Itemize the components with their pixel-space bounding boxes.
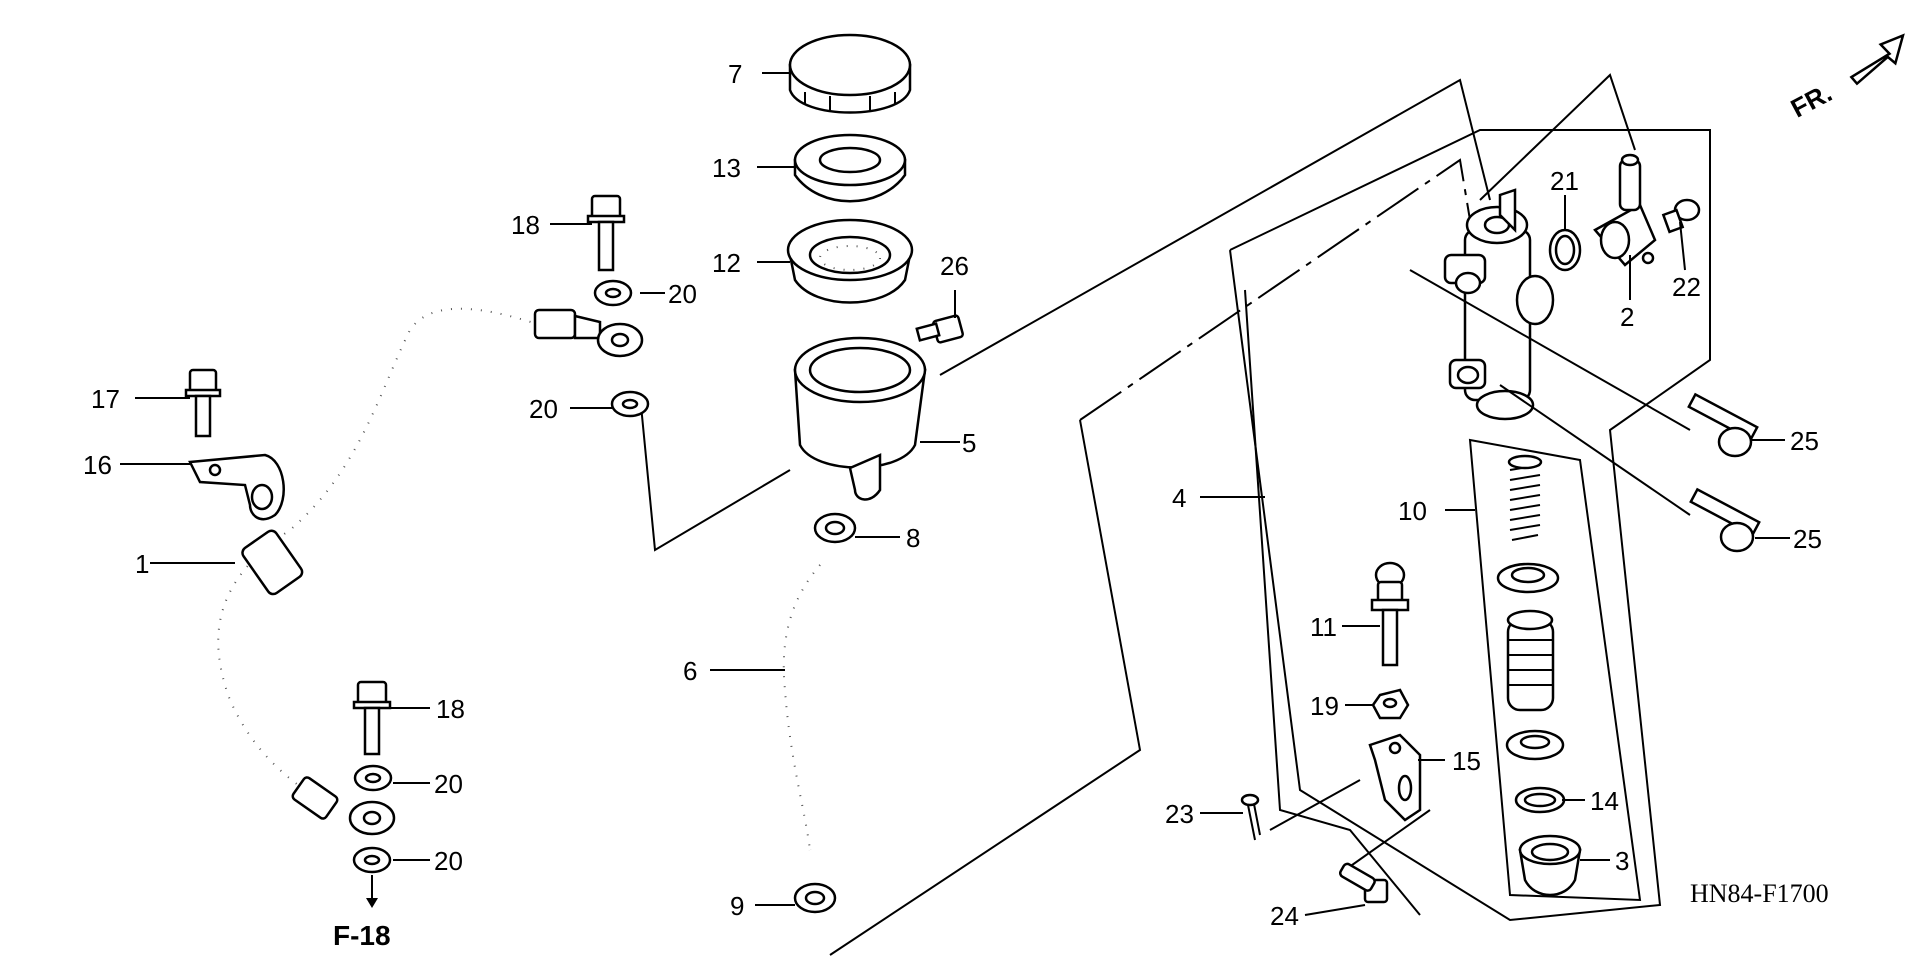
front-direction-arrow-icon: FR. [1786, 33, 1905, 124]
dust-boot [1518, 834, 1582, 897]
push-rod [1370, 561, 1410, 667]
bolt-25-upper [1409, 269, 1759, 458]
joint-pin [1338, 862, 1389, 904]
hose-clip-upper [813, 512, 857, 544]
screw-26 [915, 314, 964, 344]
drawing-code: HN84-F1700 [1690, 879, 1829, 908]
callout-7: 7 [728, 59, 742, 89]
circlip [1514, 786, 1566, 814]
reference-arrow: F-18 [333, 875, 391, 951]
bolt-17 [184, 368, 222, 438]
screw-22 [1661, 198, 1701, 234]
front-marker: FR. [1786, 77, 1837, 123]
callout-22: 22 [1672, 272, 1701, 302]
lock-nut [1371, 688, 1410, 720]
callout-3: 3 [1615, 846, 1629, 876]
callout-6: 6 [683, 656, 697, 686]
callout-26: 26 [940, 251, 969, 281]
callout-1: 1 [135, 549, 149, 579]
brake-hose [206, 296, 644, 836]
callout-25-upper: 25 [1790, 426, 1819, 456]
callout-14: 14 [1590, 786, 1619, 816]
callout-13: 13 [712, 153, 741, 183]
reservoir-plate [793, 133, 907, 203]
master-cylinder-body [1443, 188, 1555, 421]
callout-17: 17 [91, 384, 120, 414]
callout-20-lower-b: 20 [434, 846, 463, 876]
reservoir [793, 336, 927, 501]
cotter-pin [1240, 793, 1261, 841]
callout-10: 10 [1398, 496, 1427, 526]
callout-4: 4 [1172, 483, 1186, 513]
reservoir-cap [788, 33, 912, 114]
push-rod-joint [1368, 733, 1422, 822]
leader-lines [120, 72, 1790, 916]
o-ring [1548, 228, 1582, 272]
callout-8: 8 [906, 523, 920, 553]
bolt-18-upper [586, 194, 626, 272]
callout-9: 9 [730, 891, 744, 921]
callout-15: 15 [1452, 746, 1481, 776]
callout-20-upper-a: 20 [668, 279, 697, 309]
washers-lower [352, 764, 393, 874]
washers-upper [593, 279, 650, 418]
reservoir-joint [1593, 153, 1657, 267]
callout-25-lower: 25 [1793, 524, 1822, 554]
callout-16: 16 [83, 450, 112, 480]
callout-20-lower-a: 20 [434, 769, 463, 799]
bolt-25-lower [1499, 384, 1761, 553]
callout-18-lower: 18 [436, 694, 465, 724]
bolt-18-lower [352, 680, 392, 756]
reservoir-hose [772, 557, 829, 852]
piston-kit [1496, 454, 1565, 761]
reference-label: F-18 [333, 920, 391, 951]
callout-21: 21 [1550, 166, 1579, 196]
callout-11: 11 [1310, 612, 1337, 642]
callout-24: 24 [1270, 901, 1299, 931]
callout-12: 12 [712, 248, 741, 278]
callout-5: 5 [962, 428, 976, 458]
hose-clamp [188, 453, 285, 521]
callout-19: 19 [1310, 691, 1339, 721]
hose-clip-lower [793, 882, 837, 914]
callout-2: 2 [1620, 302, 1634, 332]
callout-23: 23 [1165, 799, 1194, 829]
callout-numbers: 7 13 12 18 20 20 26 5 8 6 9 17 16 1 18 2… [83, 59, 1822, 931]
callout-20-upper-b: 20 [529, 394, 558, 424]
assembly-outlines [639, 73, 1711, 956]
reservoir-diaphragm [786, 218, 914, 304]
callout-18-upper: 18 [511, 210, 540, 240]
